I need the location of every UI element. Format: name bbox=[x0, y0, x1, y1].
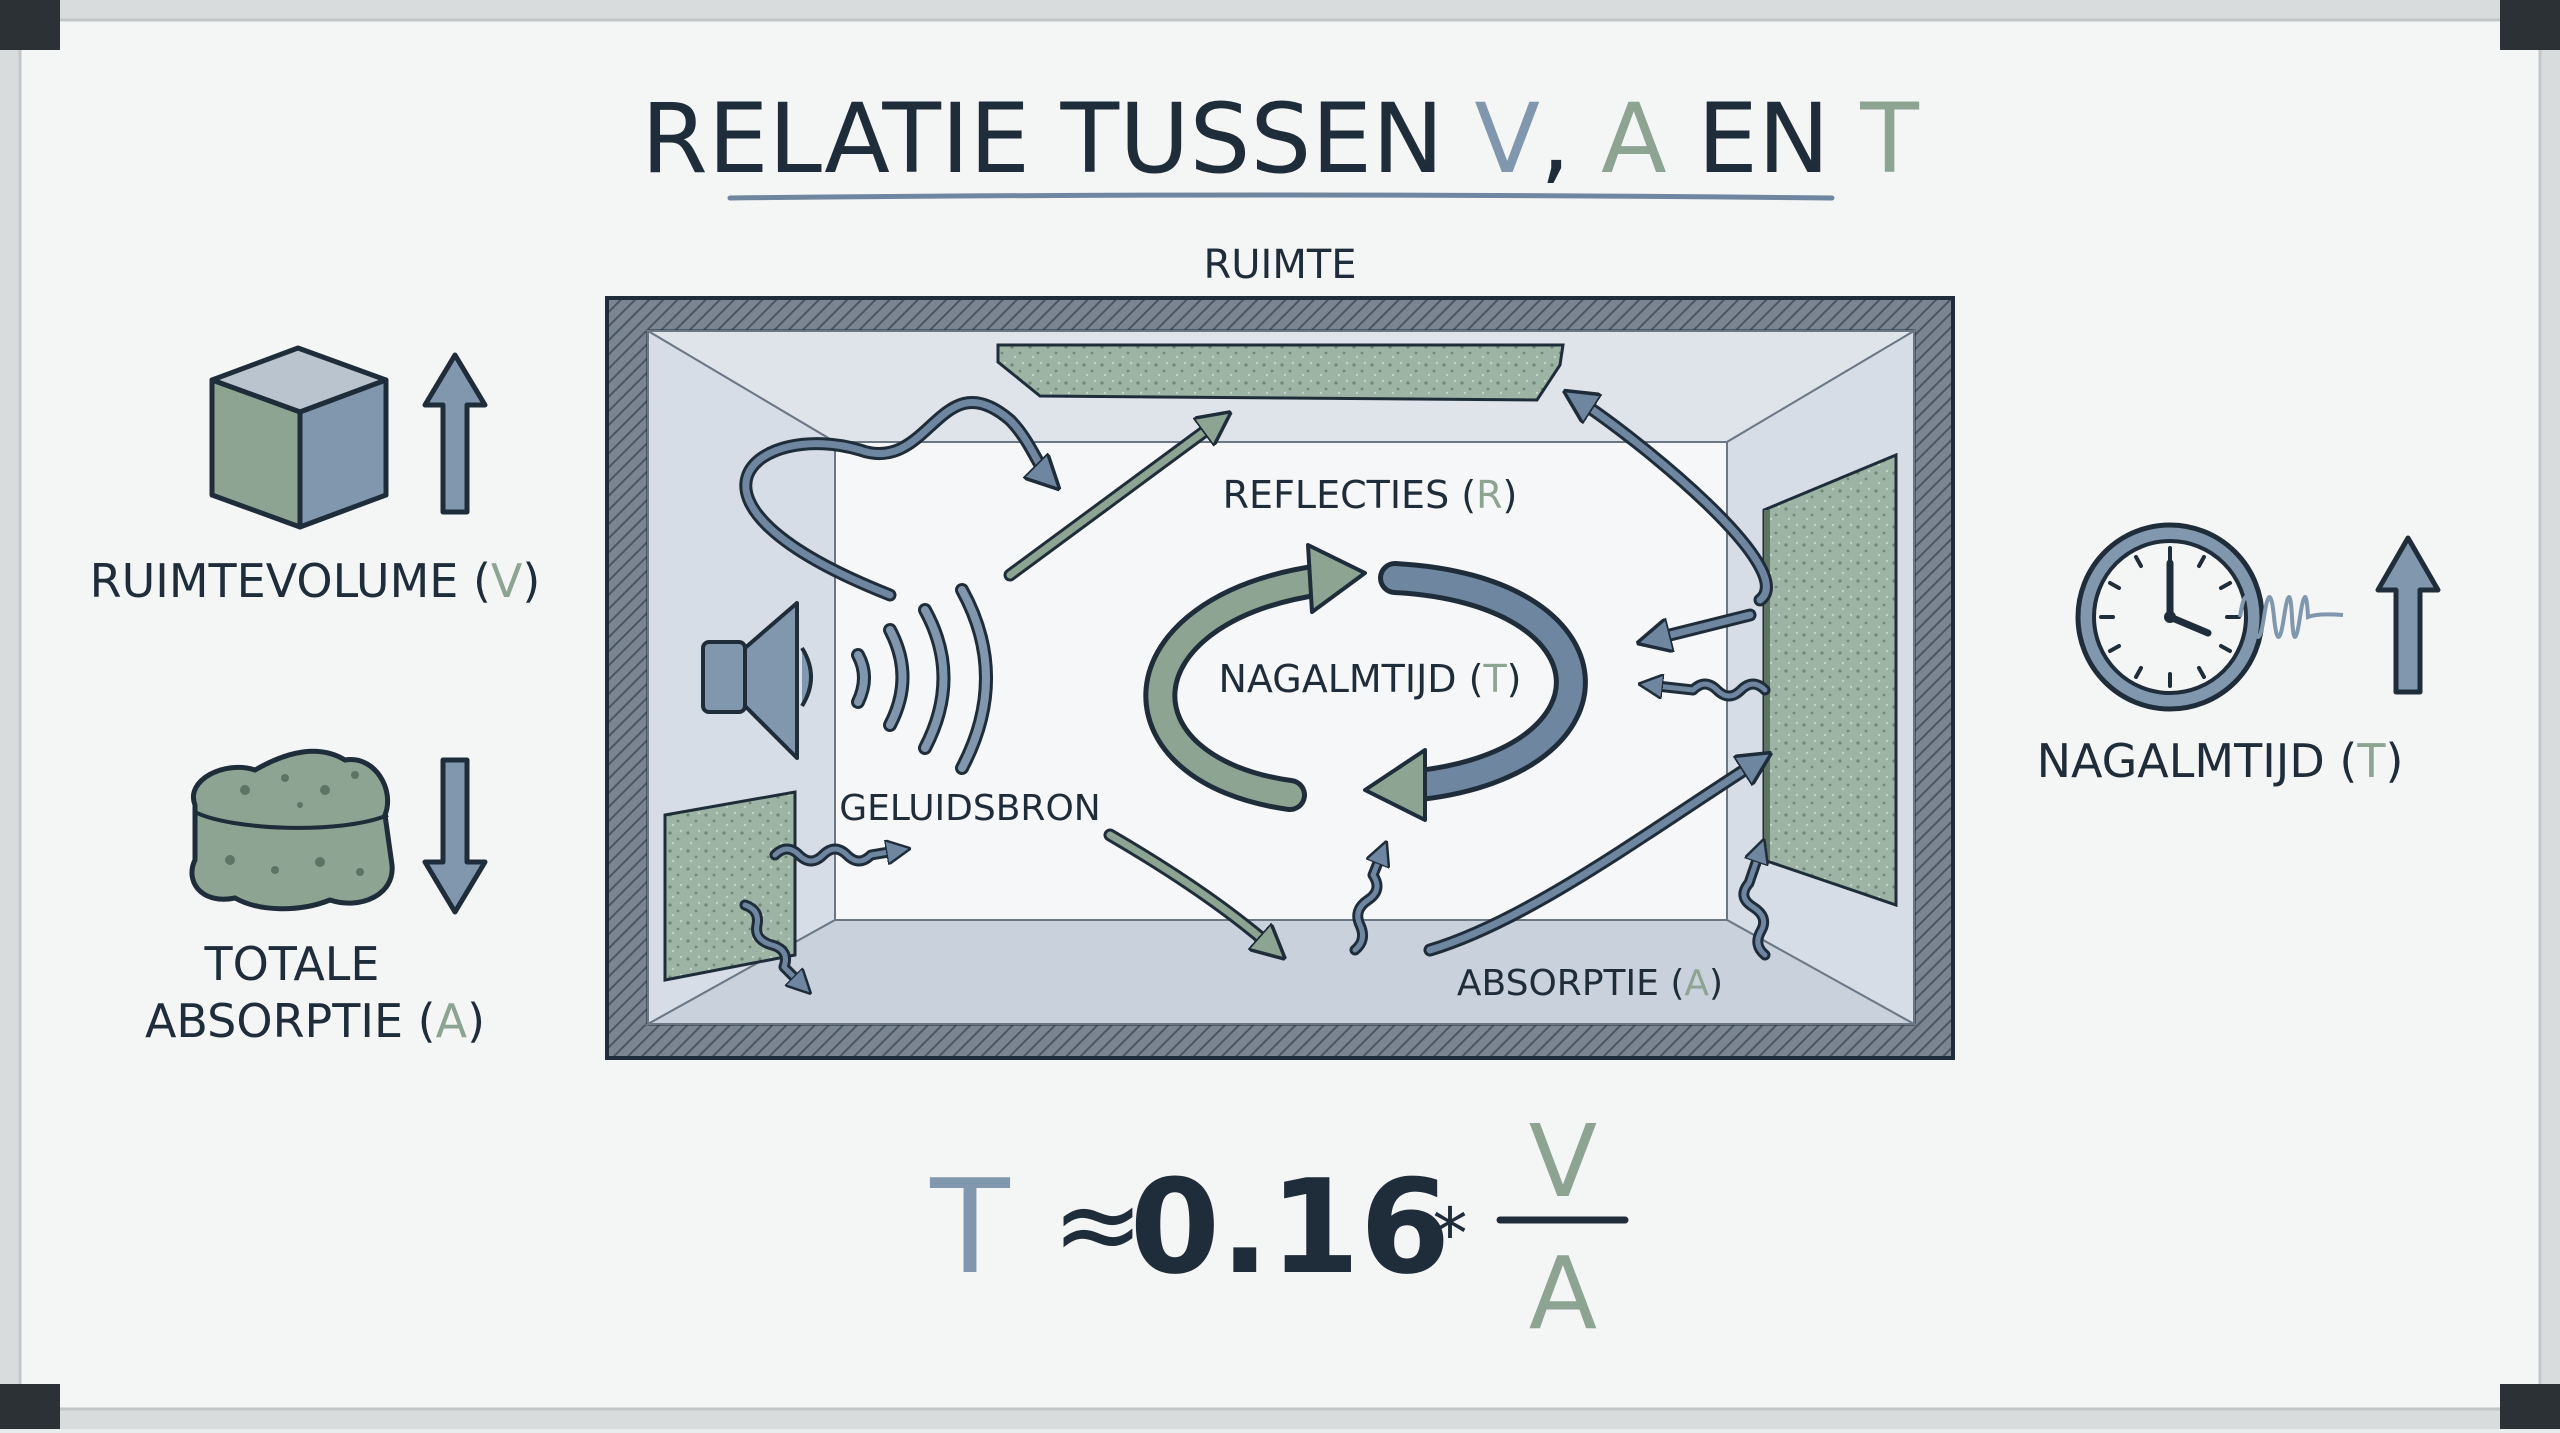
frame-corner bbox=[2500, 1384, 2560, 1429]
decay-wave bbox=[2238, 595, 2344, 639]
nagalmtijd-center-label: NAGALMTIJD (T) bbox=[1219, 657, 1522, 701]
reflection-arrows bbox=[739, 398, 1767, 950]
volume-label: RUIMTEVOLUME (V) bbox=[90, 554, 541, 608]
absorption-squiggles bbox=[739, 684, 1771, 987]
room-label: RUIMTE bbox=[1203, 242, 1356, 288]
clock-icon bbox=[2075, 522, 2265, 712]
sponge-icon bbox=[189, 748, 395, 912]
reflecties-label: REFLECTIES (R) bbox=[1223, 473, 1518, 517]
frame-corner bbox=[0, 0, 60, 50]
formula-coefficient: 0.16 bbox=[1130, 1151, 1451, 1303]
frame-corner bbox=[0, 1384, 60, 1429]
formula-numerator: V bbox=[1529, 1103, 1597, 1220]
absorptie-label: ABSORPTIE (A) bbox=[1457, 963, 1723, 1004]
formula-approx: ≈ bbox=[1052, 1160, 1144, 1288]
title-underline bbox=[727, 192, 1835, 201]
formula-denominator: A bbox=[1529, 1235, 1597, 1352]
absorption-label-line1: TOTALE bbox=[204, 937, 380, 991]
speaker-icon bbox=[701, 601, 813, 760]
cube-icon bbox=[209, 345, 389, 530]
arrow-up-icon-right bbox=[2375, 535, 2441, 695]
sound-waves bbox=[851, 583, 993, 775]
absorption-label-line2: ABSORPTIE (A) bbox=[145, 994, 485, 1048]
page-title: RELATIE TUSSEN V, A EN T bbox=[641, 83, 1919, 195]
arrow-up-icon bbox=[422, 352, 488, 515]
formula-times: * bbox=[1433, 1193, 1468, 1275]
reverberation-cycle bbox=[1143, 543, 1588, 822]
formula: T ≈ 0.16 * V A bbox=[929, 1103, 1629, 1352]
ceiling-absorber bbox=[996, 343, 1565, 402]
formula-lhs: T bbox=[929, 1151, 1010, 1303]
arrow-down-icon bbox=[422, 757, 488, 915]
geluidsbron-label: GELUIDSBRON bbox=[839, 788, 1100, 829]
frame-corner bbox=[2500, 0, 2560, 50]
wall-absorber-right bbox=[1762, 452, 1898, 908]
reverb-time-label: NAGALMTIJD (T) bbox=[2037, 734, 2404, 788]
